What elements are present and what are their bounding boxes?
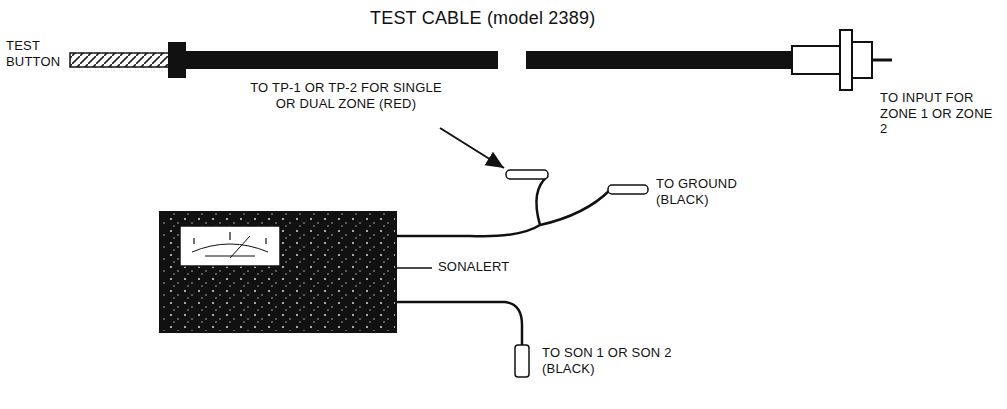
meter-box: [160, 212, 396, 332]
callout-label: SONALERT: [438, 259, 548, 275]
cable: [526, 51, 792, 69]
meter-scale: [192, 244, 268, 252]
connector-pin: [872, 59, 892, 62]
callout-label: TO SON 1 OR SON 2 (BLACK): [542, 345, 702, 376]
title-label: TEST CABLE (model 2389): [370, 8, 670, 30]
red-clip: [506, 170, 548, 179]
lead-wire: [396, 225, 540, 236]
callout-label: TEST BUTTON: [6, 38, 68, 69]
ground-clip: [608, 185, 648, 194]
son-lead: [396, 302, 522, 345]
test-button: [70, 53, 170, 67]
button-collar: [168, 42, 186, 78]
callout-label: TO GROUND (BLACK): [656, 176, 756, 207]
son-plug: [515, 345, 529, 377]
leader-line: [396, 267, 432, 269]
meter-ticks: [194, 232, 266, 256]
ground-lead: [540, 190, 610, 225]
leader-arrow: [440, 128, 504, 168]
connector-flange: [840, 30, 852, 90]
meter-needle: [230, 236, 250, 258]
callout-label: TO TP-1 OR TP-2 FOR SINGLE OR DUAL ZONE …: [240, 80, 452, 111]
meter-window: [180, 226, 280, 266]
red-lead: [536, 176, 548, 225]
connector-body: [792, 46, 840, 74]
connector-nut: [852, 42, 872, 78]
callout-label: TO INPUT FOR ZONE 1 OR ZONE 2: [880, 90, 998, 137]
cable: [186, 51, 498, 69]
